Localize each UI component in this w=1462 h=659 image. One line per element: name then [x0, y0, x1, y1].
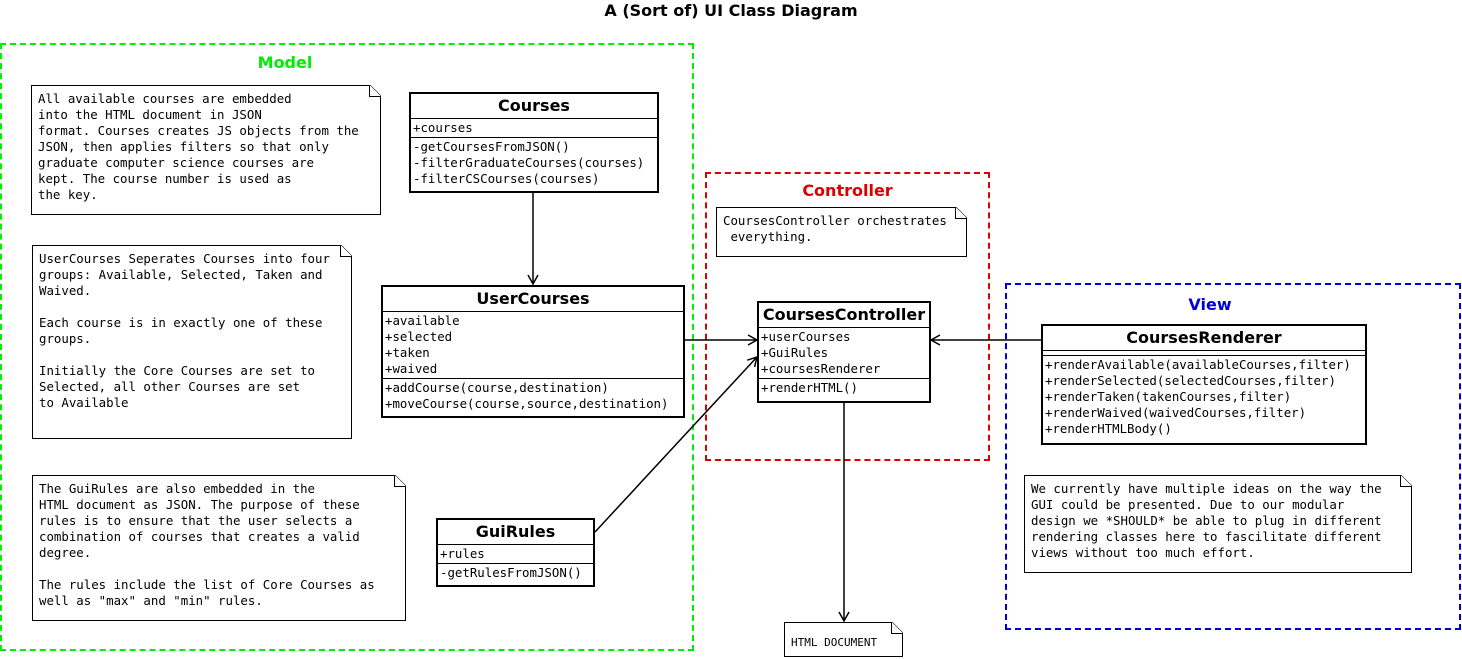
- class-guirules-name: GuiRules: [438, 520, 593, 545]
- class-guirules: GuiRules +rules -getRulesFromJSON(): [436, 518, 595, 587]
- diagram-title: A (Sort of) UI Class Diagram: [604, 1, 858, 20]
- class-usercourses-name: UserCourses: [383, 287, 683, 312]
- class-usercourses: UserCourses +available +selected +taken …: [381, 285, 685, 418]
- class-coursescontroller-name: CoursesController: [759, 303, 929, 328]
- note-view: We currently have multiple ideas on the …: [1024, 475, 1412, 573]
- arrow-guirules-to-controller: [594, 355, 759, 533]
- class-coursesrenderer-methods: +renderAvailable(availableCourses,filter…: [1045, 357, 1351, 436]
- class-courses: Courses +courses -getCoursesFromJSON() -…: [409, 92, 659, 193]
- class-usercourses-methods: +addCourse(course,destination) +moveCour…: [385, 380, 669, 411]
- package-model-label: Model: [257, 53, 313, 72]
- class-courses-attributes: +courses: [411, 119, 657, 138]
- note-controller: CoursesController orchestrates everythin…: [716, 207, 967, 257]
- note-usercourses: UserCourses Seperates Courses into four …: [32, 245, 352, 439]
- package-model: [0, 43, 694, 651]
- class-coursescontroller: CoursesController +userCourses +GuiRules…: [757, 301, 931, 403]
- class-coursesrenderer: CoursesRenderer +renderAvailable(availab…: [1041, 324, 1367, 445]
- class-courses-methods: -getCoursesFromJSON() -filterGraduateCou…: [413, 139, 645, 186]
- class-courses-name: Courses: [411, 94, 657, 119]
- package-controller: [705, 172, 990, 461]
- class-guirules-methods: -getRulesFromJSON(): [440, 565, 582, 580]
- class-coursescontroller-attributes: +userCourses +GuiRules +coursesRenderer: [759, 328, 929, 379]
- package-controller-label: Controller: [802, 181, 893, 200]
- class-usercourses-attributes: +available +selected +taken +waived: [383, 312, 683, 379]
- note-html-document: HTML DOCUMENT: [784, 622, 903, 657]
- class-guirules-attributes: +rules: [438, 545, 593, 564]
- class-coursescontroller-methods: +renderHTML(): [761, 380, 858, 395]
- package-view-label: View: [1188, 295, 1232, 314]
- note-courses: All available courses are embedded into …: [31, 85, 381, 215]
- note-guirules: The GuiRules are also embedded in the HT…: [32, 475, 406, 621]
- class-coursesrenderer-attributes: [1043, 351, 1365, 356]
- class-coursesrenderer-name: CoursesRenderer: [1043, 326, 1365, 351]
- package-view: [1005, 283, 1461, 630]
